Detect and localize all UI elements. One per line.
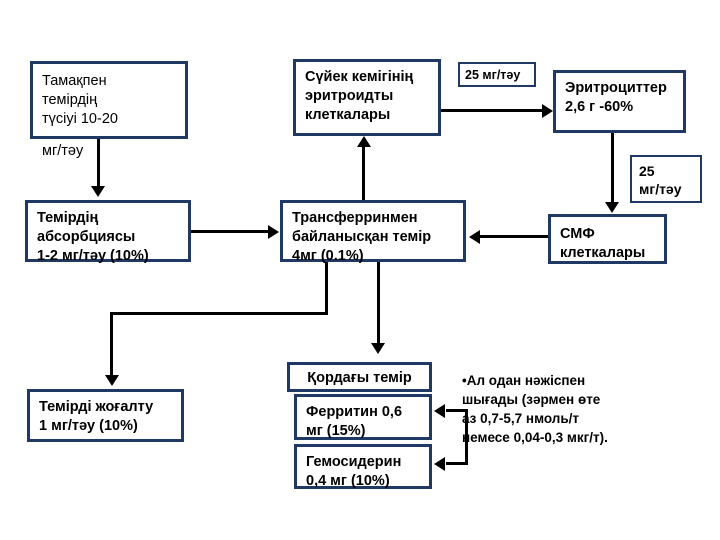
box-iron-absorption: Темірдің абсорбциясы 1-2 мг/тәу (10%) xyxy=(25,200,191,264)
arrowhead-transferrin-to-marrow xyxy=(357,136,371,147)
box-transferrin-bound-iron: Трансферринмен байланысқан темір 4мг (0.… xyxy=(280,200,466,264)
box-stored-iron-header-line1: Қордағы темір xyxy=(307,370,412,386)
connector-transferrin-to-loss-segment-drop xyxy=(110,312,113,377)
box-iron-loss-line2: 1 мг/тәу (10%) xyxy=(39,418,138,435)
label-rate-marrow-to-erythrocytes: 25 мг/тәу xyxy=(458,62,536,87)
connector-store-bracket-spine xyxy=(465,409,468,465)
box-bone-marrow-erythroid-cells-line2: эритроидты xyxy=(305,88,394,105)
arrowhead-transferrin-to-loss xyxy=(105,375,119,386)
box-transferrin-bound-iron-line1: Трансферринмен xyxy=(292,210,418,226)
label-rate-marrow-to-erythrocytes-text: 25 мг/тәу xyxy=(465,68,521,82)
arrowhead-smf-to-transferrin xyxy=(469,230,480,244)
note-fecal-excretion-line4: немесе 0,04-0,3 мкг/т). xyxy=(462,429,608,445)
box-erythrocytes-line2: 2,6 г -60% xyxy=(565,99,634,116)
note-fecal-excretion: •Ал одан нәжіспен шығады (зәрмен өте аз … xyxy=(462,372,692,448)
note-fecal-excretion-line1: •Ал одан нәжіспен xyxy=(462,373,586,388)
box-smf-cells: СМФ клеткалары xyxy=(548,214,667,264)
box-bone-marrow-erythroid-cells: Сүйек кемігінің эритроидты клеткалары xyxy=(293,59,441,136)
arrowhead-transferrin-to-stored-iron xyxy=(371,343,385,354)
connector-store-bracket-to-hemosiderin xyxy=(446,462,468,465)
box-bone-marrow-erythroid-cells-line3: клеткалары xyxy=(305,107,391,124)
connector-transferrin-to-marrow xyxy=(362,146,365,202)
connector-transferrin-to-stored-iron xyxy=(377,262,380,344)
arrowhead-store-to-ferritin xyxy=(434,404,445,418)
box-iron-loss: Темірді жоғалту 1 мг/тәу (10%) xyxy=(27,389,184,442)
box-stored-iron-header: Қордағы темір xyxy=(287,362,432,392)
box-smf-cells-line2: клеткалары xyxy=(560,245,646,262)
box-dietary-iron-intake-line1: Тамақпен xyxy=(42,73,107,89)
box-bone-marrow-erythroid-cells-line1: Сүйек кемігінің xyxy=(305,69,414,85)
connector-erythrocytes-to-smf xyxy=(611,133,614,203)
arrowhead-erythrocytes-to-smf xyxy=(605,202,619,213)
box-iron-absorption-line3: 1-2 мг/тәу (10%) xyxy=(37,248,149,265)
box-erythrocytes-line1: Эритроциттер xyxy=(565,80,667,96)
box-iron-absorption-line2: абсорбциясы xyxy=(37,229,136,246)
box-erythrocytes: Эритроциттер 2,6 г -60% xyxy=(553,70,686,133)
connector-store-bracket-to-ferritin xyxy=(446,409,468,412)
box-dietary-iron-intake-line2: темірдің xyxy=(42,92,98,109)
arrowhead-absorption-to-transferrin xyxy=(268,225,279,239)
box-hemosiderin-line2: 0,4 мг (10%) xyxy=(306,473,390,490)
connector-marrow-to-erythrocytes xyxy=(441,109,543,112)
note-fecal-excretion-line3: аз 0,7-5,7 нмоль/т xyxy=(462,410,580,426)
box-dietary-iron-intake-line3: түсіуі 10-20 xyxy=(42,111,118,128)
arrowhead-marrow-to-erythrocytes xyxy=(542,104,553,118)
box-iron-loss-line1: Темірді жоғалту xyxy=(39,399,154,415)
box-ferritin: Ферритин 0,6 мг (15%) xyxy=(294,394,432,440)
connector-smf-to-transferrin xyxy=(480,235,548,238)
connector-food-to-absorption xyxy=(97,136,100,188)
box-hemosiderin: Гемосидерин 0,4 мг (10%) xyxy=(294,444,432,489)
box-hemosiderin-line1: Гемосидерин xyxy=(306,454,402,470)
label-rate-erythrocytes-to-smf-line2: мг/тәу xyxy=(639,181,682,198)
label-rate-erythrocytes-to-smf-line1: 25 xyxy=(639,163,655,179)
box-ferritin-line2: мг (15%) xyxy=(306,423,366,440)
box-smf-cells-line1: СМФ xyxy=(560,226,595,242)
connector-absorption-to-transferrin xyxy=(191,230,269,233)
box-ferritin-line1: Ферритин 0,6 xyxy=(306,404,403,420)
connector-transferrin-to-loss-segment-down xyxy=(325,262,328,314)
arrowhead-store-to-hemosiderin xyxy=(434,457,445,471)
connector-transferrin-to-loss-segment-left xyxy=(110,312,328,315)
box-transferrin-bound-iron-line3: 4мг (0.1%) xyxy=(292,248,364,265)
note-fecal-excretion-line2: шығады (зәрмен өте xyxy=(462,391,601,407)
box-transferrin-bound-iron-line2: байланысқан темір xyxy=(292,229,432,246)
arrowhead-food-to-absorption xyxy=(91,186,105,197)
label-rate-erythrocytes-to-smf: 25 мг/тәу xyxy=(630,155,702,203)
box-dietary-iron-intake-line4: мг/тәу xyxy=(42,143,84,159)
box-iron-absorption-line1: Темірдің xyxy=(37,210,99,226)
box-dietary-iron-intake: Тамақпен темірдің түсіуі 10-20 мг/тәу xyxy=(30,61,188,159)
